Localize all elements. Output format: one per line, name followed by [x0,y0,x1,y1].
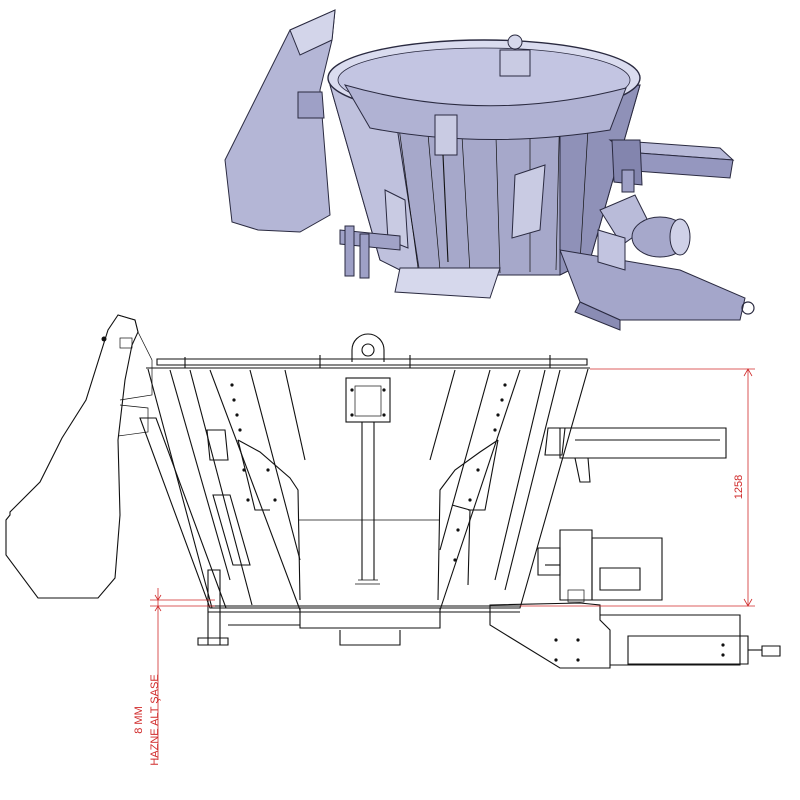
mixer-shaft [345,377,391,585]
offset-dimension-value: 8 MM [133,706,145,734]
dimension-offset [150,588,215,760]
hopper-body [147,368,589,646]
hopper-rim [146,333,590,369]
isometric-view [224,9,755,331]
drive-motor [537,529,663,603]
bolt-holes [230,383,580,662]
lifting-eye [351,333,385,362]
iso-left-legs [339,225,401,279]
side-arm [559,427,727,483]
offset-dimension-label: HAZNE ALT ŞASE [149,674,161,765]
elevation-view [5,314,781,760]
height-dimension-value: 1258 [733,475,745,499]
chute-outline [5,314,139,599]
iso-chute [224,9,336,233]
iso-side-arm [608,139,735,193]
inner-scrapers [237,439,499,601]
telescopic-arm [627,635,781,665]
iso-hopper [327,34,641,299]
base-chassis [208,602,741,669]
left-strut-leg [139,417,229,646]
side-hinges [206,427,566,566]
dimension-height [520,368,755,607]
iso-motor-chassis [559,194,755,331]
